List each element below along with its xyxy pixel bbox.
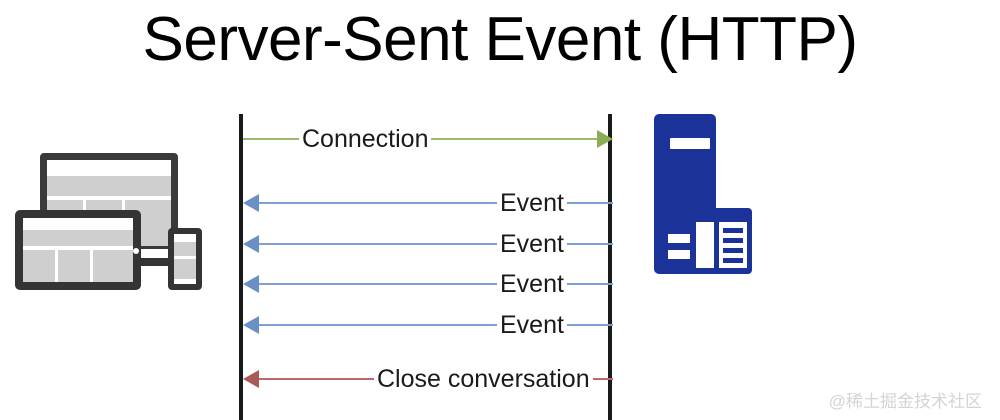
server-unit-panel — [719, 222, 747, 268]
message-event: Event — [243, 229, 613, 259]
server-vent-line — [668, 250, 702, 259]
arrowhead-left-icon — [243, 370, 259, 388]
phone-icon — [168, 228, 202, 290]
tablet-icon — [15, 210, 141, 290]
server-drive-slot — [670, 138, 710, 149]
server-vent-line — [668, 234, 702, 243]
message-event: Event — [243, 310, 613, 340]
arrowhead-left-icon — [243, 316, 259, 334]
tablet-home-button — [133, 248, 139, 254]
message-line — [257, 283, 613, 285]
message-label: Event — [497, 269, 567, 299]
arrowhead-left-icon — [243, 275, 259, 293]
message-label: Event — [497, 229, 567, 259]
server-unit-screen — [696, 222, 714, 268]
tablet-content-column — [58, 250, 90, 282]
message-label: Connection — [299, 124, 432, 154]
tablet-header-band — [23, 230, 133, 246]
server-panel-line — [723, 248, 743, 253]
message-line — [257, 202, 613, 204]
tablet-content-column — [93, 250, 133, 282]
message-label: Event — [497, 188, 567, 218]
tablet-content-column — [23, 250, 55, 282]
server-tower-icon — [648, 112, 754, 277]
message-connection: Connection — [243, 124, 613, 154]
message-close-conversation: Close conversation — [243, 364, 613, 394]
watermark: @稀土掘金技术社区 — [828, 392, 982, 411]
phone-content-band — [174, 259, 196, 279]
message-event: Event — [243, 269, 613, 299]
message-line — [257, 324, 613, 326]
monitor-header-band — [47, 176, 171, 196]
arrowhead-left-icon — [243, 235, 259, 253]
client-lifeline — [239, 114, 243, 420]
message-event: Event — [243, 188, 613, 218]
page-title: Server-Sent Event (HTTP) — [142, 5, 858, 74]
server-unit-box — [690, 208, 752, 274]
phone-connector-bar — [138, 258, 180, 266]
message-label: Event — [497, 310, 567, 340]
responsive-devices-icon — [10, 148, 210, 293]
server-panel-line — [723, 258, 743, 263]
server-panel-line — [723, 238, 743, 243]
message-line — [257, 243, 613, 245]
phone-content-band — [174, 242, 196, 256]
arrowhead-right-icon — [597, 130, 613, 148]
arrowhead-left-icon — [243, 194, 259, 212]
server-lifeline — [608, 114, 612, 420]
server-panel-line — [723, 228, 743, 233]
message-label: Close conversation — [374, 364, 593, 394]
